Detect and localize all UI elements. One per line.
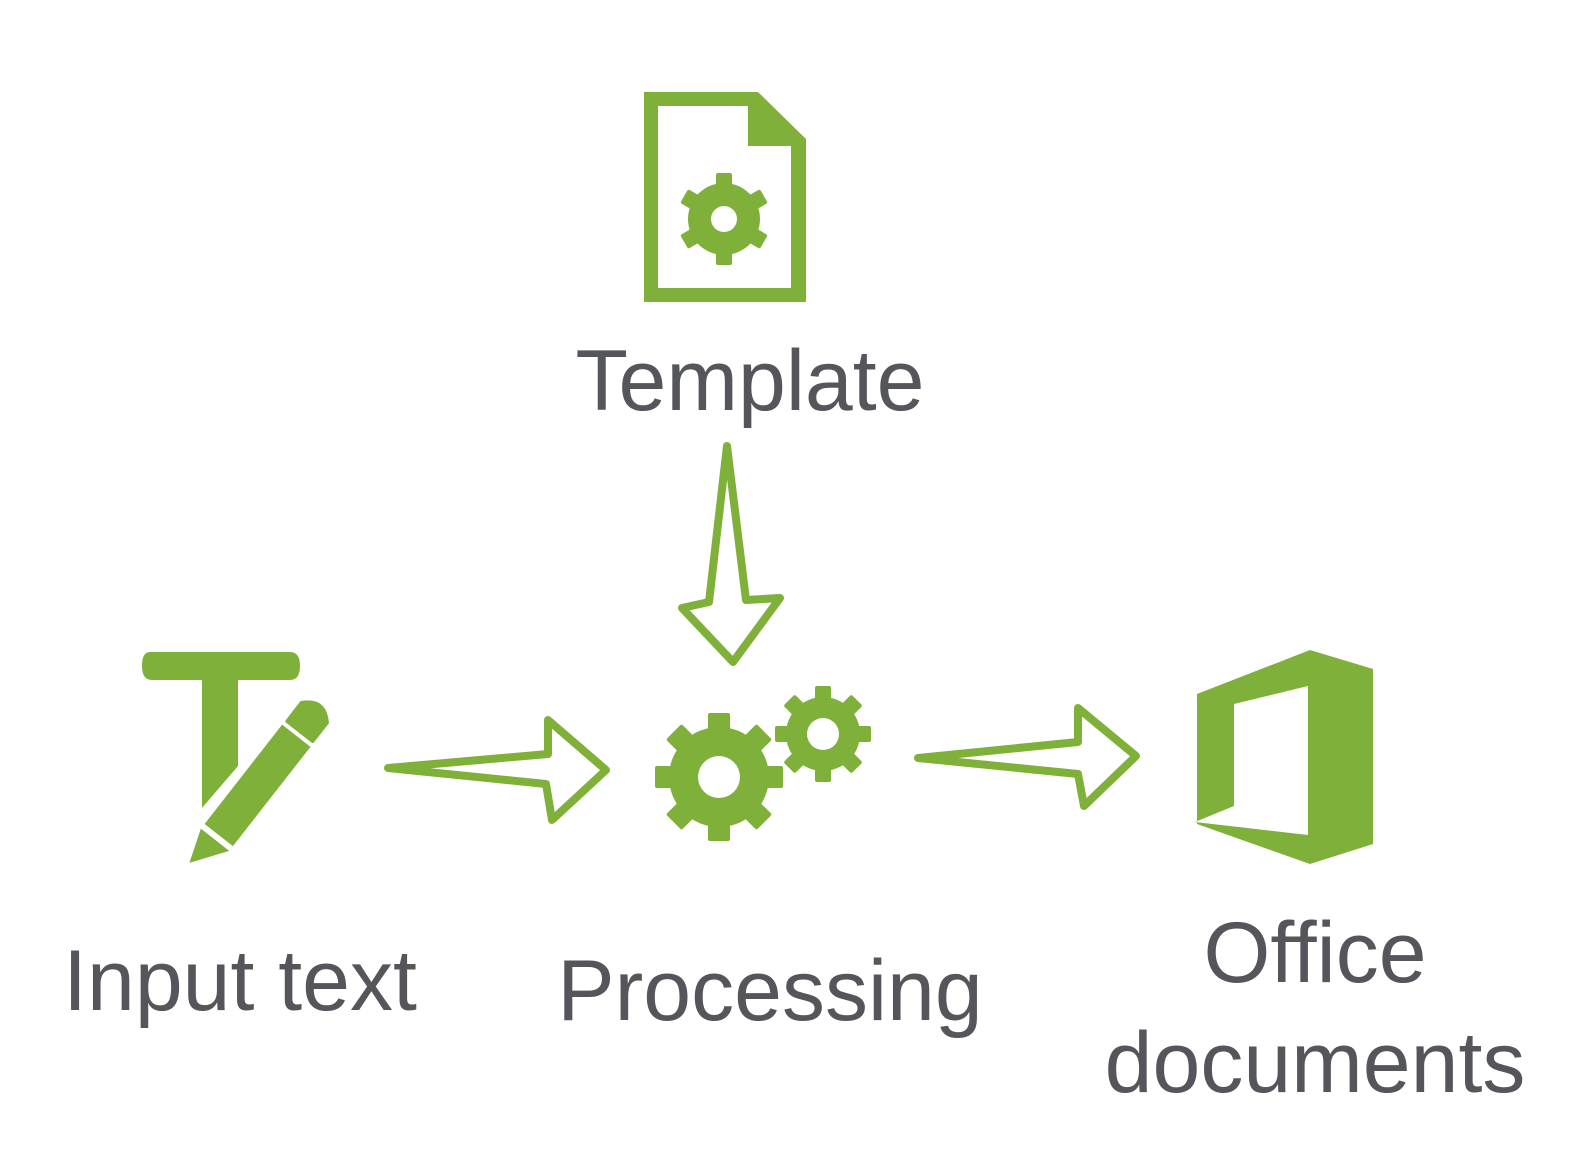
office-logo-icon: [1195, 650, 1373, 864]
text-pencil-icon: [142, 652, 329, 863]
gears-icon: [655, 686, 871, 841]
processing-label: Processing: [557, 943, 983, 1039]
document-gear-icon: [644, 92, 806, 302]
arrow-down-icon: [678, 442, 784, 666]
input-text-label: Input text: [63, 933, 417, 1029]
office-label-line1: Office: [1203, 905, 1427, 1001]
arrow-right-icon: [384, 716, 610, 824]
office-documents-label: Office documents: [1090, 898, 1540, 1118]
arrow-right-icon: [914, 704, 1140, 810]
template-label: Template: [575, 333, 925, 429]
office-label-line2: documents: [1104, 1015, 1526, 1112]
